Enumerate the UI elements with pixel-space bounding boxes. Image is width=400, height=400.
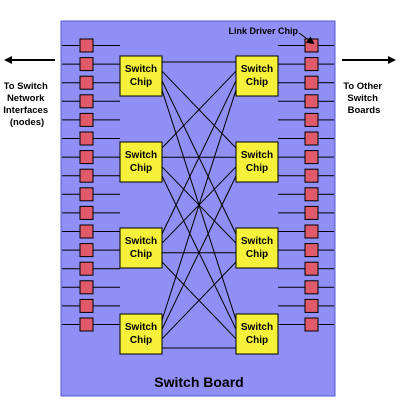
left-label: To Switch Network Interfaces (nodes) [3, 81, 51, 128]
link-driver-chip-right [304, 205, 319, 220]
chip-label: Switch [125, 64, 157, 75]
chip-label: Chip [246, 249, 268, 260]
link-driver-chip-right [304, 224, 319, 239]
link-driver-chip-right [304, 261, 319, 276]
chip-label: Switch [241, 150, 273, 161]
link-driver-pointer [298, 32, 315, 45]
wiring [62, 45, 334, 349]
link-driver-chip-right [304, 112, 319, 127]
chip-label: Switch [125, 236, 157, 247]
chip-label: Switch [125, 150, 157, 161]
link-driver-chip-left [79, 75, 94, 90]
link-driver-chip-left [79, 298, 94, 313]
chip-label: Chip [130, 249, 152, 260]
crossbar-link [161, 80, 237, 235]
chip-label: Switch [241, 64, 273, 75]
board-title: Switch Board [154, 374, 243, 390]
chip-label: Chip [246, 335, 268, 346]
link-driver-chip-left [79, 224, 94, 239]
link-driver-chip-right [304, 150, 319, 165]
link-driver-chip-right [304, 57, 319, 72]
chip-label: Chip [130, 163, 152, 174]
crossbar-link [161, 70, 237, 149]
link-driver-chip-right [304, 187, 319, 202]
right-label: To Other Switch Boards [343, 81, 385, 116]
link-driver-chip-left [79, 150, 94, 165]
chip-label: Switch [125, 322, 157, 333]
link-driver-chip-right [304, 298, 319, 313]
link-driver-chip-left [79, 317, 94, 332]
link-driver-chip-left [79, 243, 94, 258]
link-driver-chip-right [304, 75, 319, 90]
link-driver-chip-left [79, 187, 94, 202]
switch-chips: SwitchChipSwitchChipSwitchChipSwitchChip… [119, 55, 279, 355]
link-driver-ports [79, 38, 319, 332]
link-driver-chip-right [304, 317, 319, 332]
link-driver-chip-left [79, 94, 94, 109]
chip-label: Switch [241, 322, 273, 333]
link-driver-chip-left [79, 131, 94, 146]
chip-label: Chip [246, 77, 268, 88]
link-driver-chip-left [79, 168, 94, 183]
chip-label: Chip [246, 163, 268, 174]
link-driver-chip-left [79, 112, 94, 127]
link-driver-chip-left [79, 57, 94, 72]
link-driver-chip-left [79, 205, 94, 220]
crossbar-link [161, 261, 237, 340]
chip-label: Chip [130, 335, 152, 346]
link-driver-chip-right [304, 94, 319, 109]
link-driver-chip-right [304, 243, 319, 258]
link-driver-chip-right [304, 131, 319, 146]
crossbar-link [161, 89, 237, 321]
link-driver-chip-right [304, 280, 319, 295]
link-driver-chip-right [304, 168, 319, 183]
link-driver-chip-left [79, 280, 94, 295]
chip-label: Switch [241, 236, 273, 247]
link-driver-label: Link Driver Chip [228, 26, 298, 36]
crossbar-link [161, 175, 237, 330]
chip-label: Chip [130, 77, 152, 88]
link-driver-chip-right [304, 38, 319, 53]
link-driver-chip-left [79, 38, 94, 53]
link-driver-chip-left [79, 261, 94, 276]
